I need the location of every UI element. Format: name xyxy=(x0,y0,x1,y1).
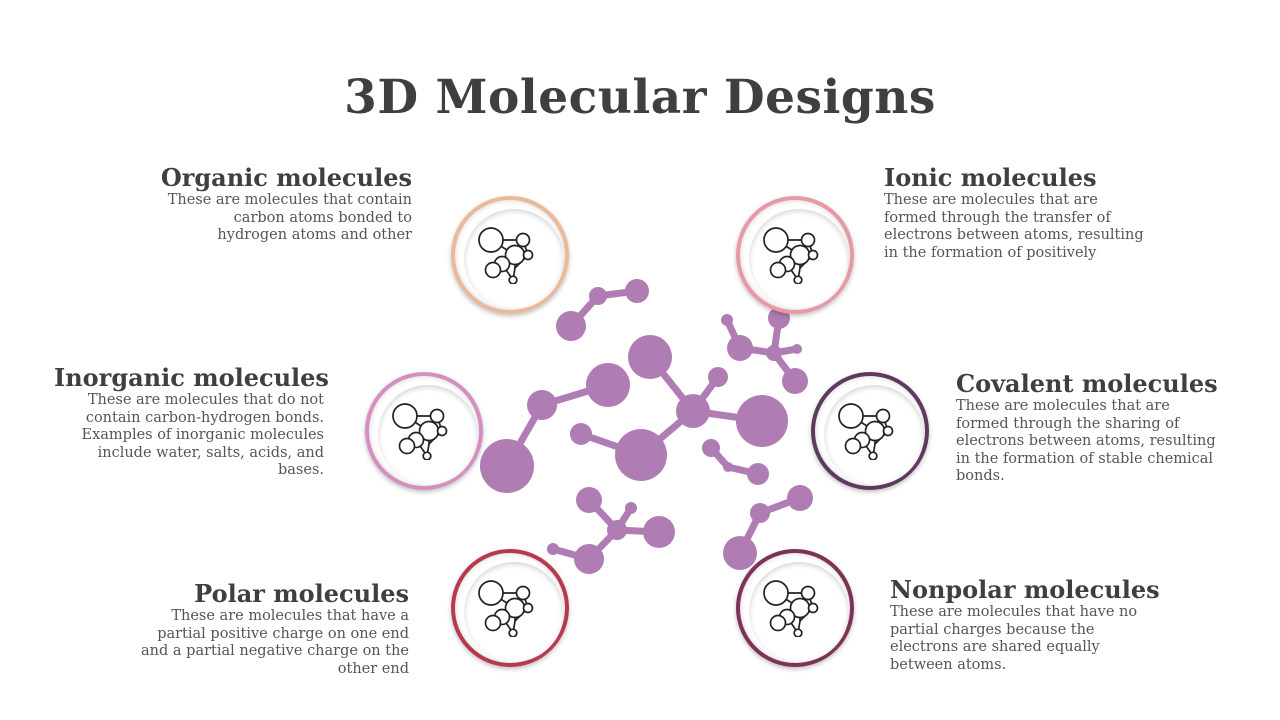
covalent-heading: Covalent molecules xyxy=(956,369,1218,398)
polar-icon-ring xyxy=(451,549,569,667)
organic-item: Organic molecules These are molecules th… xyxy=(152,164,412,245)
slide-title: 3D Molecular Designs xyxy=(344,70,936,125)
ionic-icon-ring xyxy=(736,196,854,314)
polar-heading: Polar molecules xyxy=(194,579,409,608)
molecule-icon xyxy=(763,580,819,637)
ionic-heading: Ionic molecules xyxy=(884,163,1097,192)
inorganic-item: Inorganic molecules These are molecules … xyxy=(54,363,329,480)
molecule-icon xyxy=(838,403,894,460)
nonpolar-item: Nonpolar molecules These are molecules t… xyxy=(890,576,1160,674)
covalent-icon-ring xyxy=(811,372,929,490)
nonpolar-icon-ring xyxy=(736,549,854,667)
inorganic-heading: Inorganic molecules xyxy=(54,363,329,392)
nonpolar-heading: Nonpolar molecules xyxy=(890,575,1160,604)
organic-heading: Organic molecules xyxy=(160,163,412,192)
covalent-description: These are molecules that are formed thro… xyxy=(956,398,1216,484)
inorganic-icon-ring xyxy=(365,372,483,490)
molecule-icon xyxy=(478,580,534,637)
polar-description: These are molecules that have a partial … xyxy=(141,608,409,677)
polar-item: Polar molecules These are molecules that… xyxy=(119,580,409,678)
covalent-item: Covalent molecules These are molecules t… xyxy=(956,370,1226,486)
molecule-icon xyxy=(763,227,819,284)
molecule-icon xyxy=(478,227,534,284)
inorganic-description: These are molecules that do not contain … xyxy=(81,392,325,478)
organic-description: These are molecules that contain carbon … xyxy=(167,192,412,243)
organic-icon-ring xyxy=(451,196,569,314)
ionic-description: These are molecules that are formed thro… xyxy=(884,192,1144,261)
molecule-icon xyxy=(392,403,448,460)
nonpolar-description: These are molecules that have no partial… xyxy=(890,604,1138,673)
ionic-item: Ionic molecules These are molecules that… xyxy=(884,164,1154,262)
